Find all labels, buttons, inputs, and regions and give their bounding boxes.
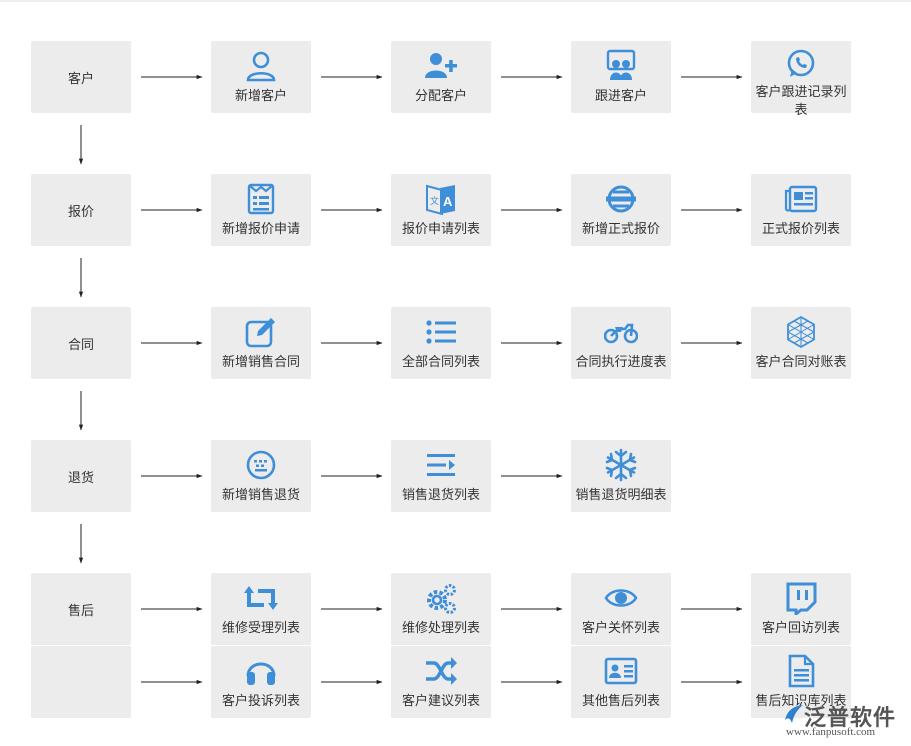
process-step-label: 销售退货明细表: [575, 487, 667, 502]
snowflake-icon: [602, 446, 640, 484]
process-step-label: 客户回访列表: [761, 620, 840, 635]
list-icon: [422, 313, 460, 351]
category-label: 合同: [67, 336, 94, 352]
headphones-icon: [242, 652, 280, 690]
hexagon-mesh-icon: [782, 313, 820, 351]
category-box: 退货: [31, 440, 131, 512]
process-step-box[interactable]: 客户投诉列表: [211, 646, 311, 718]
category-label: 售后: [67, 602, 94, 618]
process-step-box[interactable]: 新增销售退货: [211, 440, 311, 512]
process-step-box[interactable]: 新增客户: [211, 41, 311, 113]
process-step-box[interactable]: 客户回访列表: [751, 573, 851, 645]
process-step-box[interactable]: 新增销售合同: [211, 307, 311, 379]
watermark-brand: 泛普软件: [804, 705, 897, 730]
category-label: 报价: [67, 203, 94, 219]
twitch-icon: [782, 579, 820, 617]
gears-icon: [422, 579, 460, 617]
process-step-label: 客户合同对账表: [755, 354, 847, 369]
process-step-label: 新增客户: [234, 88, 287, 103]
process-step-label: 新增报价申请: [221, 221, 300, 236]
process-step-box[interactable]: 新增正式报价: [571, 174, 671, 246]
process-step-label: 新增销售合同: [221, 354, 300, 369]
category-label: 退货: [67, 469, 94, 485]
process-step-label: 新增销售退货: [221, 487, 300, 502]
process-step-label: 分配客户: [414, 88, 467, 103]
svg-text:文: 文: [430, 195, 439, 206]
circle-bar-icon: [602, 180, 640, 218]
process-step-label: 报价申请列表: [401, 221, 480, 236]
edit-icon: [242, 313, 280, 351]
process-step-box[interactable]: 正式报价列表: [751, 174, 851, 246]
process-step-label: 销售退货列表: [401, 487, 480, 502]
whatsapp-icon: [782, 47, 820, 81]
process-step-box[interactable]: 合同执行进度表: [571, 307, 671, 379]
process-step-box[interactable]: 维修受理列表: [211, 573, 311, 645]
shuffle-icon: [422, 652, 460, 690]
process-step-label: 全部合同列表: [401, 354, 480, 369]
retweet-icon: [242, 579, 280, 617]
process-step-box[interactable]: 销售退货明细表: [571, 440, 671, 512]
top-border: [0, 0, 911, 2]
eye-icon: [602, 579, 640, 617]
watermark-logo: 泛普软件 www.fanpusoft.com: [778, 700, 906, 742]
watermark-url: www.fanpusoft.com: [786, 726, 876, 738]
brand-mark-icon: [785, 705, 803, 723]
process-step-label: 客户建议列表: [401, 693, 480, 708]
process-step-label: 跟进客户: [594, 88, 647, 103]
user-icon: [242, 47, 280, 85]
category-box: 合同: [31, 307, 131, 379]
process-step-label: 正式报价列表: [761, 221, 840, 236]
keyboard-icon: [242, 446, 280, 484]
process-step-label: 客户投诉列表: [221, 693, 300, 708]
indent-icon: [422, 446, 460, 484]
process-step-label: 其他售后列表: [581, 693, 660, 708]
process-step-label: 客户关怀列表: [581, 620, 660, 635]
process-step-box[interactable]: 客户关怀列表: [571, 573, 671, 645]
add-user-icon: [422, 47, 460, 85]
category-box: 售后: [31, 573, 131, 645]
process-step-label: 维修处理列表: [401, 620, 480, 635]
process-step-label: 维修受理列表: [221, 620, 300, 635]
process-step-box[interactable]: 跟进客户: [571, 41, 671, 113]
document-icon: [782, 652, 820, 690]
newspaper-icon: [782, 180, 820, 218]
process-step-box[interactable]: 客户建议列表: [391, 646, 491, 718]
process-step-box[interactable]: 客户合同对账表: [751, 307, 851, 379]
id-card-icon: [602, 652, 640, 690]
process-step-box[interactable]: 新增报价申请: [211, 174, 311, 246]
form-list-icon: [242, 180, 280, 218]
process-step-label: 新增正式报价: [581, 221, 660, 236]
process-step-label: 售后知识库列表: [755, 693, 847, 708]
process-step-box[interactable]: 全部合同列表: [391, 307, 491, 379]
group-board-icon: [602, 47, 640, 85]
process-step-box[interactable]: 分配客户: [391, 41, 491, 113]
process-step-box[interactable]: 维修处理列表: [391, 573, 491, 645]
category-box: 报价: [31, 174, 131, 246]
process-step-label: 合同执行进度表: [575, 354, 667, 369]
process-step-box[interactable]: 销售退货列表: [391, 440, 491, 512]
svg-text:A: A: [443, 194, 453, 209]
motorcycle-icon: [602, 313, 640, 351]
category-box: 客户: [31, 41, 131, 113]
process-step-box[interactable]: 客户跟进记录列表: [751, 41, 851, 117]
process-step-box[interactable]: 其他售后列表: [571, 646, 671, 718]
process-step-label: 客户跟进记录列表: [755, 84, 847, 117]
category-label: 客户: [67, 70, 94, 86]
category-box: [31, 646, 131, 718]
